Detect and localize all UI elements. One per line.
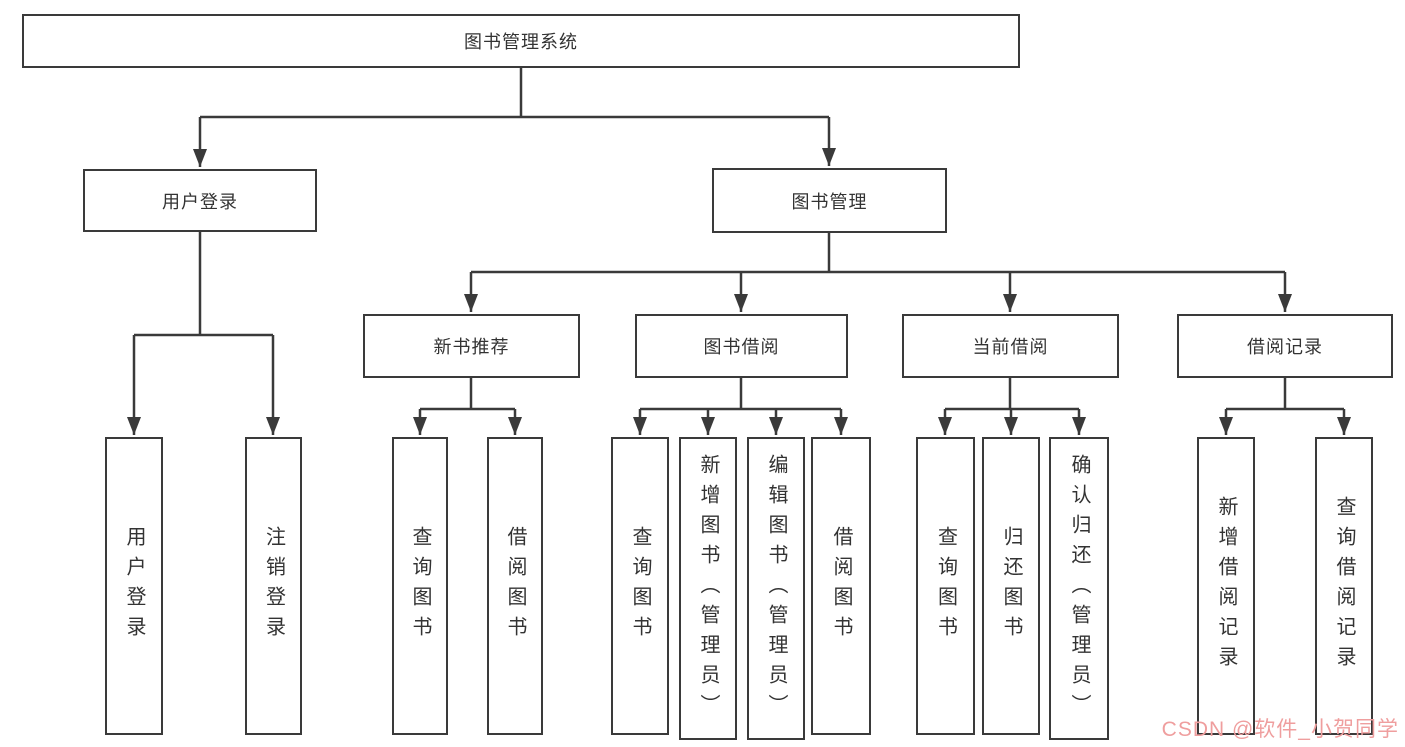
node-new-book-recommendation: 新书推荐 bbox=[363, 314, 580, 378]
node-label: 新增借阅记录 bbox=[1215, 496, 1237, 676]
node-current-borrowing: 当前借阅 bbox=[902, 314, 1119, 378]
node-label: 确认归还（管理员） bbox=[1068, 453, 1090, 724]
leaf-confirm-return-admin: 确认归还（管理员） bbox=[1049, 437, 1109, 740]
leaf-query-books-current: 查询图书 bbox=[916, 437, 975, 735]
node-label: 图书管理系统 bbox=[464, 32, 578, 52]
leaf-query-borrow-record: 查询借阅记录 bbox=[1315, 437, 1373, 735]
leaf-add-borrow-record: 新增借阅记录 bbox=[1197, 437, 1255, 735]
node-label: 编辑图书（管理员） bbox=[765, 453, 787, 724]
connector-skeleton bbox=[134, 68, 1344, 411]
leaf-user-login: 用户登录 bbox=[105, 437, 163, 735]
node-book-management: 图书管理 bbox=[712, 168, 947, 233]
node-label: 用户登录 bbox=[123, 526, 145, 646]
node-label: 注销登录 bbox=[262, 526, 285, 646]
connector-arrows bbox=[127, 117, 1351, 435]
node-label: 当前借阅 bbox=[972, 337, 1049, 357]
node-label: 图书管理 bbox=[791, 191, 868, 212]
node-label: 查询图书 bbox=[409, 526, 431, 646]
node-label: 图书借阅 bbox=[703, 337, 780, 357]
leaf-borrow-books-recommend: 借阅图书 bbox=[487, 437, 543, 735]
node-label: 新增图书（管理员） bbox=[697, 453, 719, 724]
node-book-borrowing: 图书借阅 bbox=[635, 314, 848, 378]
csdn-watermark: CSDN @软件_小贺同学 bbox=[1161, 718, 1399, 741]
node-label: 查询图书 bbox=[934, 526, 957, 646]
node-label: 借阅图书 bbox=[504, 526, 526, 646]
node-user-login: 用户登录 bbox=[83, 169, 317, 232]
leaf-borrow-books-borrowing: 借阅图书 bbox=[811, 437, 871, 735]
leaf-logout: 注销登录 bbox=[245, 437, 302, 735]
node-label: 借阅图书 bbox=[830, 526, 852, 646]
leaf-query-books-borrowing: 查询图书 bbox=[611, 437, 669, 735]
node-label: 用户登录 bbox=[162, 191, 238, 212]
node-borrowing-records: 借阅记录 bbox=[1177, 314, 1393, 378]
leaf-query-books-recommend: 查询图书 bbox=[392, 437, 448, 735]
node-library-system: 图书管理系统 bbox=[22, 14, 1020, 68]
node-label: 归还图书 bbox=[1000, 526, 1022, 646]
leaf-add-books-admin: 新增图书（管理员） bbox=[679, 437, 737, 740]
node-label: 查询借阅记录 bbox=[1333, 496, 1355, 676]
node-label: 新书推荐 bbox=[433, 337, 510, 357]
leaf-return-books: 归还图书 bbox=[982, 437, 1040, 735]
node-label: 查询图书 bbox=[629, 526, 651, 646]
node-label: 借阅记录 bbox=[1247, 337, 1323, 357]
leaf-edit-books-admin: 编辑图书（管理员） bbox=[747, 437, 805, 740]
